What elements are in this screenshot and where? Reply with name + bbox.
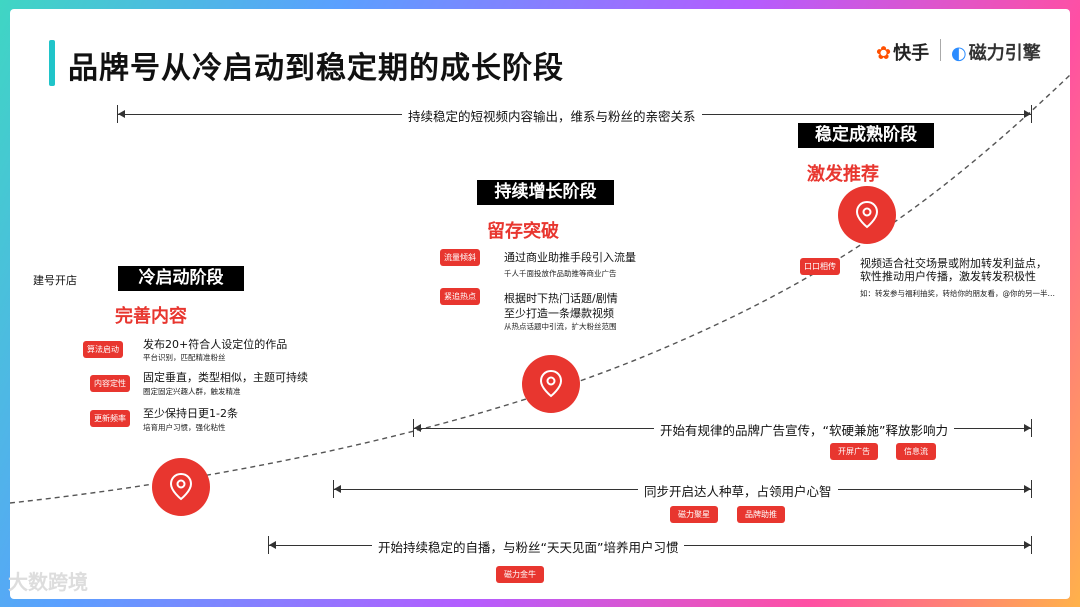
stage-3-box: 稳定成熟阶段 [798, 123, 934, 148]
kuaishou-logo-icon: ✿ [876, 43, 892, 64]
location-pin-icon [169, 472, 193, 501]
stage-3-tag-1: 口口相传 [800, 258, 840, 275]
bottom-span-2-arrow-right [1024, 485, 1031, 493]
growth-curve [10, 74, 1070, 504]
stage-1-tag-3: 更新频率 [90, 410, 130, 427]
cili-logo-text: 磁力引擎 [968, 43, 1041, 64]
bottom-span-3-text: 开始持续稳定的自播，与粉丝“天天见面”培养用户习惯 [372, 537, 685, 556]
bottom-span-3-tick-right [1031, 536, 1032, 554]
cili-logo: ◐磁力引擎 [951, 39, 1041, 65]
stage-2-box: 持续增长阶段 [477, 180, 614, 205]
bottom-span-2-tick-right [1031, 480, 1032, 498]
stage-1-tag-2: 内容定性 [90, 375, 130, 392]
bottom-span-2-text: 同步开启达人种草，占领用户心智 [638, 481, 838, 500]
bottom-span-2-tick-left [333, 480, 334, 498]
stage-3-item-1-sub: 如：转发参与福利抽奖，转给你的朋友看，@你的另一半… [860, 289, 1055, 298]
watermark: 大数跨境 [8, 566, 88, 595]
top-span-text: 持续稳定的短视频内容输出，维系与粉丝的亲密关系 [402, 106, 702, 125]
stage-3-item-1-text2: 软性推动用户传播，激发转发积极性 [860, 270, 1036, 283]
bottom-span-2-arrow-left [334, 485, 341, 493]
stage-1-box: 冷启动阶段 [118, 266, 244, 291]
bottom-span-3-tick-left [268, 536, 269, 554]
stage-2-item-2-text2: 至少打造一条爆款视频 [504, 307, 614, 320]
bottom-span-1-arrow-left [414, 424, 421, 432]
stage-1-marker [152, 458, 210, 516]
bottom-span-2-tag-2: 品牌助推 [737, 506, 785, 523]
bottom-span-1-tick-left [413, 419, 414, 437]
stage-2-tag-1: 流量倾斜 [440, 249, 480, 266]
logo-divider [940, 39, 941, 61]
stage-3-marker [838, 186, 896, 244]
stage-1-item-3-text: 至少保持日更1-2条 [143, 407, 238, 420]
bottom-span-1-text: 开始有规律的品牌广告宣传，“软硬兼施”释放影响力 [654, 420, 954, 439]
watermark-text: 大数跨境 [8, 570, 88, 594]
cili-logo-icon: ◐ [951, 43, 967, 64]
title-accent-bar [49, 40, 55, 86]
stage-1-item-2-text: 固定垂直，类型相似，主题可持续 [143, 371, 308, 384]
kuaishou-logo-text: 快手 [893, 43, 930, 64]
top-span-tick-left [117, 105, 118, 123]
stage-1-item-1-sub: 平台识别，匹配精准粉丝 [143, 353, 226, 362]
bottom-span-1-tag-1: 开屏广告 [830, 443, 878, 460]
bottom-span-3-arrow-left [269, 541, 276, 549]
stage-1-item-1-text: 发布20+符合人设定位的作品 [143, 338, 288, 351]
stage-1-item-2-sub: 圈定固定兴趣人群，触发精准 [143, 387, 241, 396]
stage-2-marker [522, 355, 580, 413]
top-span-tick-right [1031, 105, 1032, 123]
stage-1-headline: 完善内容 [115, 306, 187, 327]
stage-1-item-3-sub: 培育用户习惯，强化粘性 [143, 423, 226, 432]
start-label: 建号开店 [33, 274, 77, 287]
bottom-span-2-tag-1: 磁力聚星 [670, 506, 718, 523]
bottom-span-3-tag-1: 磁力金牛 [496, 566, 544, 583]
stage-3-item-1-text: 视频适合社交场景或附加转发利益点， [860, 257, 1047, 270]
top-span-arrow-right [1024, 110, 1031, 118]
location-pin-icon [539, 369, 563, 398]
stage-1-tag-1: 算法启动 [83, 341, 123, 358]
bottom-span-1-tick-right [1031, 419, 1032, 437]
stage-2-item-1-text: 通过商业助推手段引入流量 [504, 251, 636, 264]
stage-2-item-2-text: 根据时下热门话题/剧情 [504, 292, 618, 305]
top-span-arrow-left [118, 110, 125, 118]
bottom-span-3-arrow-right [1024, 541, 1031, 549]
location-pin-icon [855, 200, 879, 229]
stage-2-item-2-sub: 从热点话题中引流，扩大粉丝范围 [504, 322, 617, 331]
kuaishou-logo: ✿快手 [876, 39, 929, 65]
stage-2-item-1-sub: 千人千面投放作品助推等商业广告 [504, 269, 617, 278]
bottom-span-1-tag-2: 信息流 [896, 443, 936, 460]
slide: 品牌号从冷启动到稳定期的成长阶段 ✿快手 ◐磁力引擎 持续稳定的短视频内容输出，… [10, 9, 1070, 599]
bottom-span-1-arrow-right [1024, 424, 1031, 432]
stage-2-headline: 留存突破 [487, 221, 559, 242]
page-title: 品牌号从冷启动到稳定期的成长阶段 [68, 51, 564, 86]
stage-2-tag-2: 紧追热点 [440, 288, 480, 305]
stage-3-headline: 激发推荐 [807, 164, 879, 185]
